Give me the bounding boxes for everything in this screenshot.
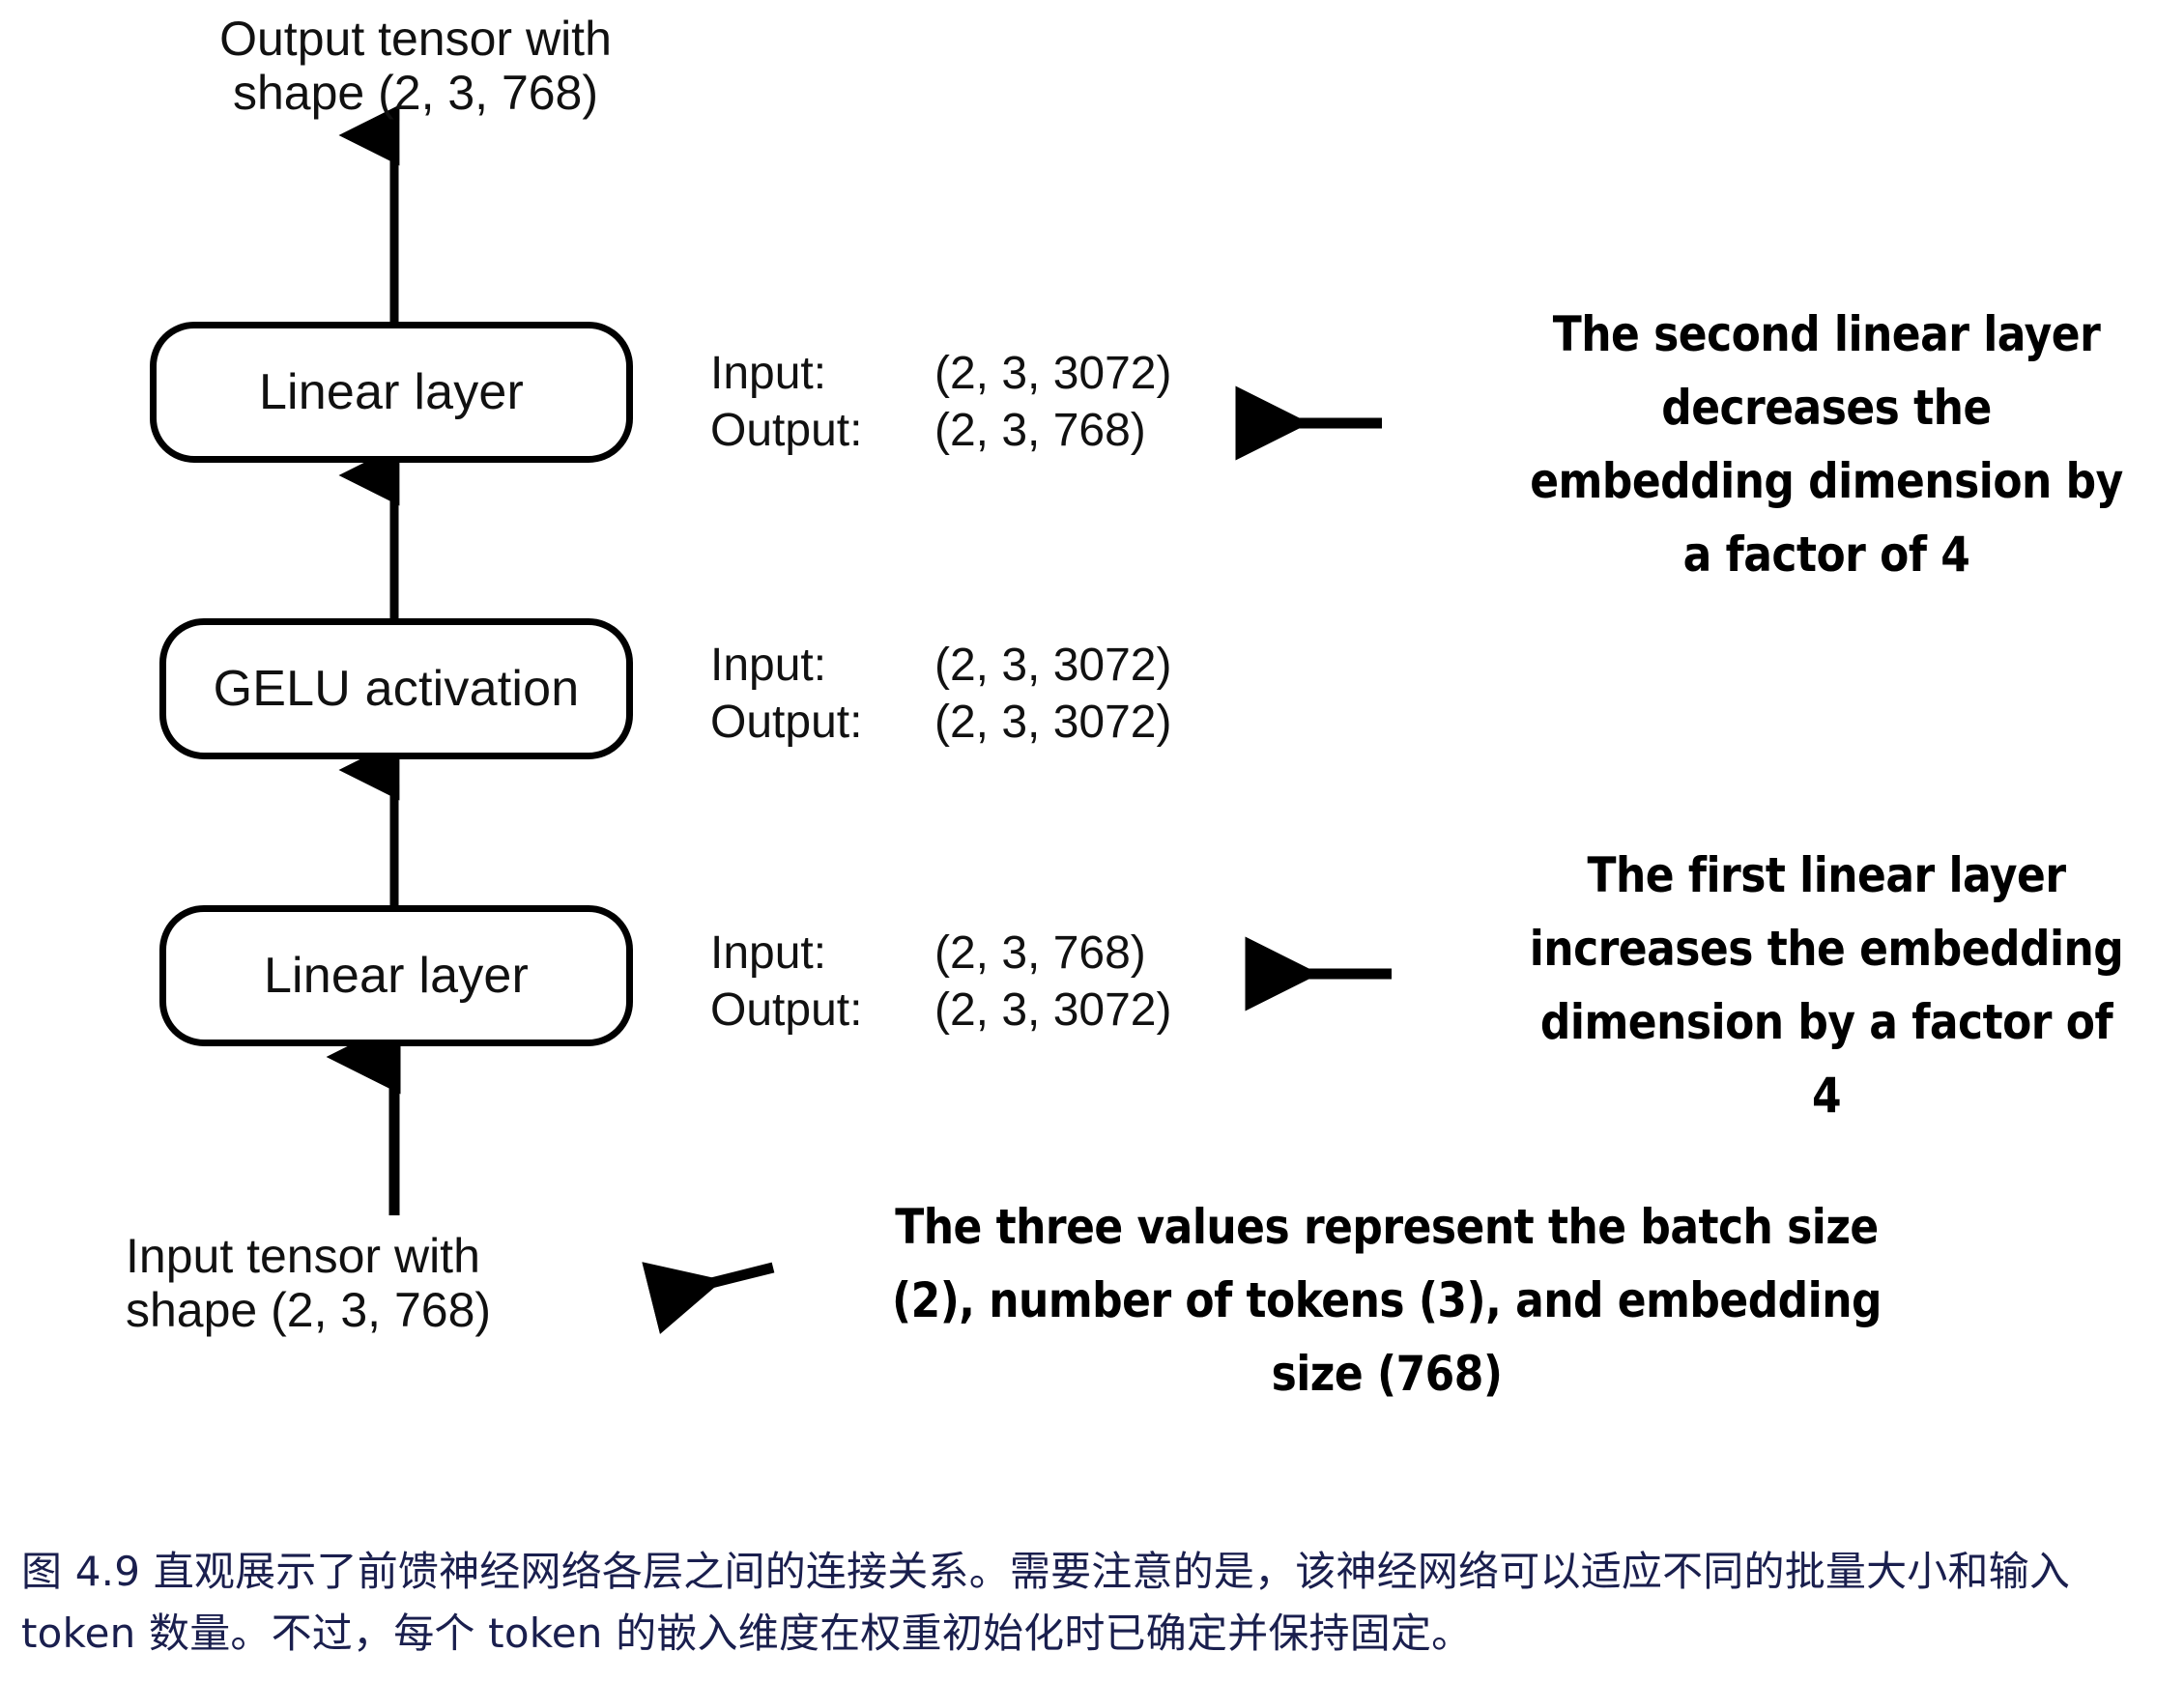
diagram-canvas: Output tensor with shape (2, 3, 768) Lin… (126, 12, 2124, 1402)
io-row-input: Input: (2, 3, 3072) (710, 638, 1171, 695)
io-input-value: (2, 3, 3072) (934, 348, 1172, 399)
io-output-value: (2, 3, 768) (934, 404, 1146, 456)
io-input-key: Input: (710, 927, 827, 979)
io-input-key: Input: (710, 640, 827, 691)
io-output-key: Output: (710, 983, 863, 1036)
io-input-value: (2, 3, 768) (934, 927, 1146, 979)
io-row-output: Output: (2, 3, 3072) (710, 695, 1171, 752)
io-output-key: Output: (710, 404, 863, 456)
callout-first-linear-layer: The first linear layer increases the emb… (1529, 847, 2124, 1124)
input-tensor-label: Input tensor with shape (2, 3, 768) (126, 1229, 492, 1337)
io-row-input: Input: (2, 3, 3072) (710, 346, 1171, 403)
io-spec-linear-layer-1: Input: (2, 3, 768) Output: (2, 3, 3072) (710, 926, 1171, 1039)
callout-second-linear-layer: The second linear layer decreases the em… (1530, 306, 2123, 583)
io-row-output: Output: (2, 3, 768) (710, 403, 1171, 460)
io-row-output: Output: (2, 3, 3072) (710, 983, 1171, 1040)
io-input-key: Input: (710, 348, 827, 399)
output-tensor-label: Output tensor with shape (2, 3, 768) (219, 12, 612, 120)
block-gelu-activation[interactable]: GELU activation (159, 618, 633, 759)
block-linear-layer-1-label: Linear layer (263, 948, 530, 1004)
io-output-value: (2, 3, 3072) (934, 983, 1172, 1036)
io-spec-linear-layer-2: Input: (2, 3, 3072) Output: (2, 3, 768) (710, 346, 1171, 459)
io-output-key: Output: (710, 696, 863, 748)
block-linear-layer-2-label: Linear layer (258, 364, 525, 420)
io-input-value: (2, 3, 3072) (934, 640, 1172, 691)
block-gelu-activation-label: GELU activation (213, 661, 580, 717)
block-linear-layer-2[interactable]: Linear layer (150, 322, 633, 463)
io-output-value: (2, 3, 3072) (934, 696, 1172, 748)
io-row-input: Input: (2, 3, 768) (710, 926, 1171, 983)
io-spec-gelu-activation: Input: (2, 3, 3072) Output: (2, 3, 3072) (710, 638, 1171, 751)
figure-caption: 图 4.9 直观展示了前馈神经网络各层之间的连接关系。需要注意的是，该神经网络可… (21, 1548, 2071, 1657)
callout-three-values: The three values represent the batch siz… (892, 1199, 1882, 1402)
block-linear-layer-1[interactable]: Linear layer (159, 905, 633, 1046)
